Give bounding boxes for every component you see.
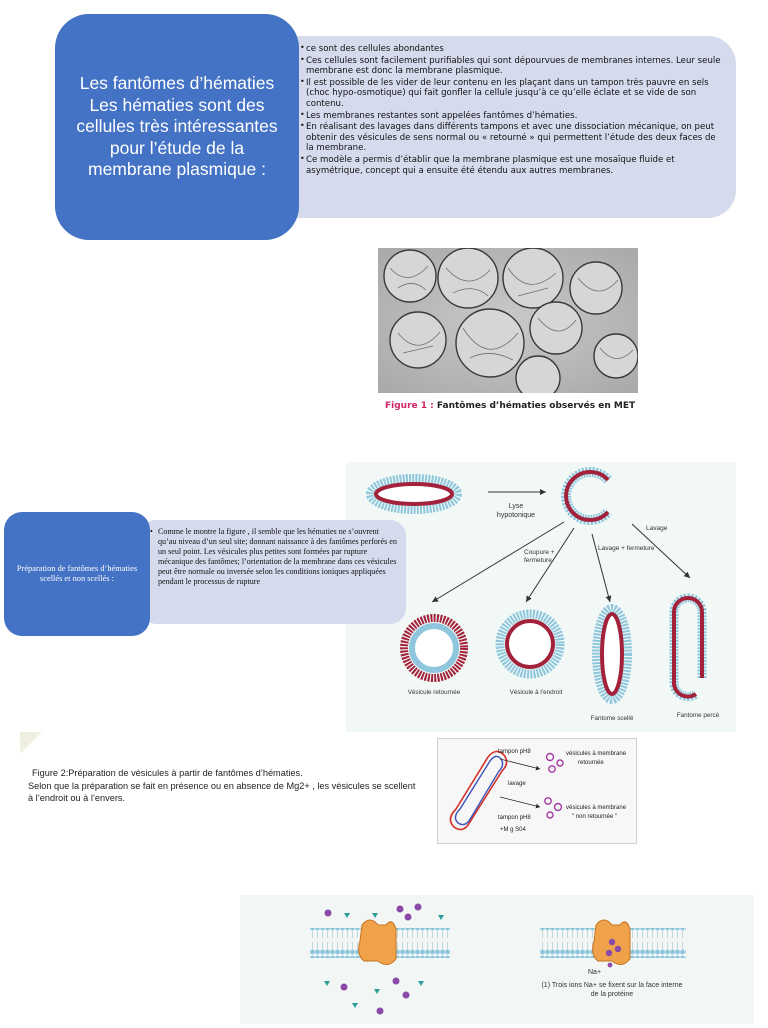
label-fantome-scelle: Fantome scellé: [591, 715, 634, 722]
ghost-preparation-text: Comme le montre la figure , il semble qu…: [150, 527, 398, 586]
figure1-label: Figure 1 :: [385, 401, 434, 411]
label-vesicule-endroit: Vésicule à l’endroit: [510, 689, 563, 696]
figure1-micrograph: [378, 247, 639, 401]
ghost-preparation-svg: Lyse hypotonique Lavage Coupure + fermet…: [366, 467, 720, 722]
inverted-vesicle-shape: [400, 614, 468, 682]
pierced-ghost-shape: [669, 593, 707, 702]
figure2-text: Selon que la préparation se fait en prés…: [28, 780, 416, 804]
label-lavage: Lavage: [646, 525, 668, 532]
label-ves-non-2: " non retournée ": [572, 814, 617, 820]
vesicle-orientation-svg: tampon pH8 lavage tampon pH8 +M g S04 vé…: [449, 749, 627, 833]
sodium-pump-diagram: Na+ (1) Trois ions Na+ se fixent sur la …: [240, 895, 754, 1024]
section2-title: Préparation de fantômes d’hématies scell…: [4, 512, 150, 636]
label-na: Na+: [588, 969, 601, 976]
section1-title: Les fantômes d’hématies Les hématies son…: [55, 14, 299, 240]
label-ves-retournee-1: vésicules à membrane: [566, 751, 627, 757]
label-tampon-ph8: tampon pH8: [498, 749, 531, 755]
ghost-preparation-text-box: Comme le montre la figure , il semble qu…: [140, 520, 406, 624]
figure1-caption-text: Fantômes d’hématies observés en MET: [436, 401, 636, 411]
erythrocyte-shape: [366, 474, 462, 514]
bullet-item: Ce modèle a permis d’établir que la memb…: [300, 154, 726, 176]
label-fantome-perce: Fantome percé: [677, 712, 720, 719]
label-lavage-fermeture: Lavage + fermeture: [598, 545, 655, 552]
label-lyse: Lyse: [509, 503, 524, 510]
bullet-item: Il est possible de les vider de leur con…: [300, 77, 726, 110]
figure2-caption: Figure 2:Préparation de vésicules à part…: [28, 767, 418, 805]
label-ves-non-1: vésicules à membrane: [566, 805, 627, 811]
ions-left: [324, 903, 444, 1015]
caption-line-2: de la protéine: [591, 991, 634, 998]
label-ves-retournee-2: retournée: [578, 760, 604, 766]
label-hypotonique: hypotonique: [497, 512, 535, 519]
caption-line-1: (1) Trois ions Na+ se fixent sur la face…: [541, 982, 682, 989]
label-mgso4: +M g S04: [500, 827, 527, 833]
noninverted-vesicles-shape: [544, 797, 563, 819]
inverted-vesicles-shape: [545, 752, 564, 773]
intro-bullets-box: ce sont des cellules abondantes Ces cell…: [270, 36, 736, 218]
ghost-preparation-diagram: Lyse hypotonique Lavage Coupure + fermet…: [346, 462, 736, 732]
figure2-title: Figure 2:Préparation de vésicules à part…: [32, 768, 303, 778]
figure1-caption: Figure 1 : Fantômes d’hématies observés …: [385, 401, 635, 411]
bullet-item: ce sont des cellules abondantes: [300, 43, 726, 55]
bullet-item: Ces cellules sont facilement purifiables…: [300, 55, 726, 77]
bullet-item: En réalisant des lavages dans différents…: [300, 121, 726, 154]
bullet-item: Les membranes restantes sont appelées fa…: [300, 110, 726, 122]
lysed-ghost-shape: [561, 467, 612, 525]
membrane-right: [540, 919, 686, 965]
vesicle-orientation-diagram: tampon pH8 lavage tampon pH8 +M g S04 vé…: [437, 738, 637, 844]
label-vesicule-retournee: Vésicule retournée: [408, 689, 461, 696]
label-lavage-2: lavage: [508, 781, 526, 787]
label-tampon-ph8-b: tampon pH8: [498, 815, 531, 821]
sodium-pump-svg: Na+ (1) Trois ions Na+ se fixent sur la …: [310, 903, 686, 1015]
decorative-corner: [20, 732, 42, 754]
intro-bullet-list: ce sont des cellules abondantes Ces cell…: [270, 36, 736, 176]
na-ion-marker: [607, 962, 613, 968]
ghost-cells-image: [378, 247, 639, 401]
label-coupure: Coupure +: [524, 549, 555, 556]
membrane-left: [310, 919, 450, 965]
rightside-vesicle-shape: [495, 609, 565, 679]
sealed-ghost-shape: [592, 604, 632, 704]
label-fermeture: fermeture: [524, 557, 552, 564]
